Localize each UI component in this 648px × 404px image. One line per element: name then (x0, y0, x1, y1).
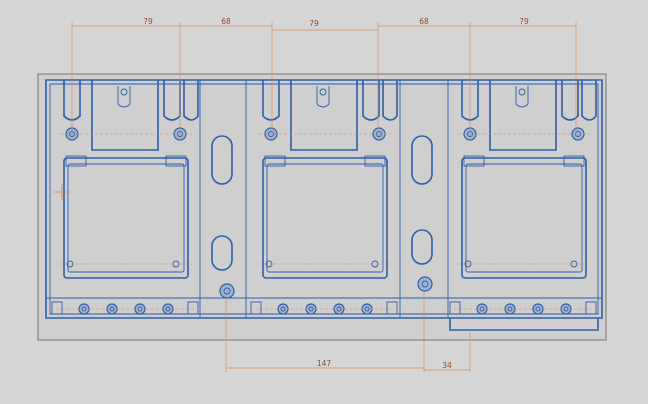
dim-147: 147 (317, 359, 332, 368)
dim-68-b: 68 (419, 17, 429, 26)
rail-frame (45, 79, 603, 331)
pocket-clip (364, 155, 386, 167)
slot-finger (581, 80, 597, 121)
top-tab (489, 80, 557, 151)
holder-module-3 (449, 80, 597, 315)
keyhole-pin (120, 88, 128, 96)
keyhole-pin (518, 88, 526, 96)
rail-screw (532, 303, 544, 315)
keyhole-pin (319, 88, 327, 96)
top-tab (91, 80, 159, 151)
keyhole (117, 86, 131, 108)
pocket-outer (262, 157, 388, 279)
top-dimension-chain: 79 68 79 68 79 (71, 17, 577, 134)
pocket-clip (463, 155, 485, 167)
rail-screw (333, 303, 345, 315)
rail-screw (134, 303, 146, 315)
rail-end-block (187, 301, 199, 315)
holder-module-2 (250, 80, 398, 315)
origin-marker (54, 184, 70, 200)
pocket-clip (563, 155, 585, 167)
pocket-inner (67, 163, 185, 273)
pocket-inner (266, 163, 384, 273)
dim-34: 34 (442, 361, 452, 370)
pocket-clip (65, 155, 87, 167)
top-tab (290, 80, 358, 151)
slot-finger (183, 80, 199, 121)
pocket-inner (465, 163, 583, 273)
slot-finger (561, 80, 579, 121)
rail-end-block (449, 301, 461, 315)
mount-hole-center (268, 131, 274, 137)
slot-finger (382, 80, 398, 121)
keyhole (316, 86, 330, 108)
dim-79-a: 79 (143, 17, 153, 26)
keyhole (515, 86, 529, 108)
rail-end-block (585, 301, 597, 315)
dim-79-c: 79 (519, 17, 529, 26)
rail-end-block (386, 301, 398, 315)
holder-module-1 (51, 80, 199, 315)
slot-finger (362, 80, 380, 121)
rail-end-block (250, 301, 262, 315)
pocket-clip (264, 155, 286, 167)
dim-79-b: 79 (309, 19, 319, 28)
drawing-boundary (37, 73, 607, 341)
center-slots (211, 135, 433, 299)
bottom-dimension-chain: 147 34 (225, 292, 471, 372)
slot-finger (262, 80, 280, 121)
pocket-outer (63, 157, 189, 279)
rail-end-block (51, 301, 63, 315)
pocket-outer (461, 157, 587, 279)
pocket-clip (165, 155, 187, 167)
dim-68-a: 68 (221, 17, 231, 26)
